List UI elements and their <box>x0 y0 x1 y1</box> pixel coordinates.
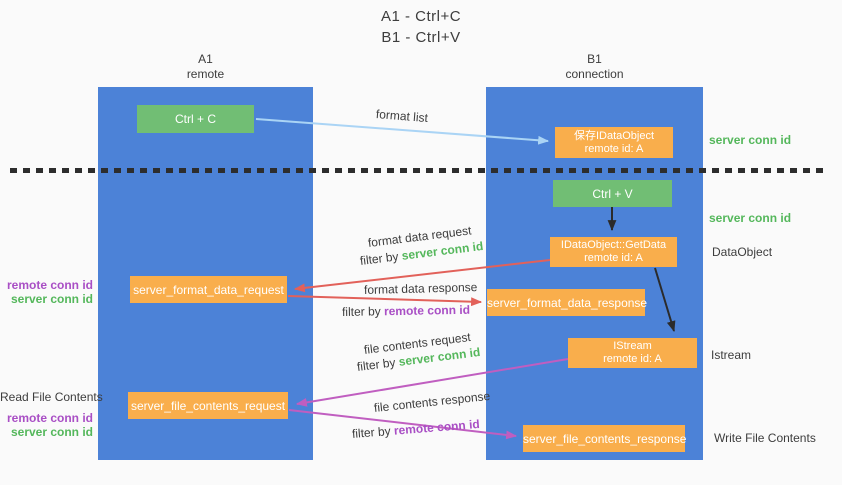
ctrl-v-label: Ctrl + V <box>592 186 633 201</box>
ctrl-c-label: Ctrl + C <box>174 112 216 126</box>
server-format-data-response-label: server_format_data_response <box>487 295 648 310</box>
filter-prefix-1: filter by <box>359 248 403 268</box>
filter-prefix-4: filter by <box>351 423 395 441</box>
ctrl-c-node: Ctrl + C <box>137 105 254 133</box>
istream-line2: remote id: A <box>603 353 662 365</box>
save-idataobject-node: 保存IDataObject remote id: A <box>555 127 673 158</box>
title-line-2: B1 - Ctrl+V <box>381 29 461 46</box>
istream-node: IStream remote id: A <box>568 338 697 368</box>
left-column-name: A1 <box>198 52 213 66</box>
istream-side-label: Istream <box>711 348 752 362</box>
idataobject-getdata-node: IDataObject::GetData remote id: A <box>550 237 677 267</box>
remote-conn-id-label-2: remote conn id <box>6 411 93 425</box>
server-format-data-request-node: server_format_data_request <box>130 276 287 303</box>
getdata-line2: remote id: A <box>584 252 643 264</box>
server-conn-id-label-mid: server conn id <box>709 211 792 225</box>
server-format-data-response-node: server_format_data_response <box>487 289 648 316</box>
format-data-response-label: format data response <box>363 280 478 297</box>
filter-value-4: remote conn id <box>393 416 481 438</box>
filter-by-remote-conn-id-label-2: filter by remote conn id <box>351 417 480 441</box>
right-column-header: B1 connection <box>486 52 703 82</box>
server-conn-id-label-2: server conn id <box>10 425 93 439</box>
filter-value-2: remote conn id <box>383 302 471 319</box>
getdata-line1: IDataObject::GetData <box>560 239 667 251</box>
istream-line1: IStream <box>613 340 652 352</box>
server-file-contents-request-node: server_file_contents_request <box>128 392 288 419</box>
server-format-data-request-label: server_format_data_request <box>133 282 284 297</box>
right-column-role: connection <box>565 67 624 81</box>
format-list-label: format list <box>375 107 429 126</box>
save-idataobject-line2: remote id: A <box>584 142 644 155</box>
server-file-contents-response-label: server_file_contents_response <box>523 431 687 446</box>
write-file-contents-label: Write File Contents <box>714 431 816 445</box>
server-conn-id-label-top: server conn id <box>709 133 792 147</box>
dataobject-label: DataObject <box>712 245 773 259</box>
left-column-role: remote <box>186 67 225 81</box>
ctrl-v-node: Ctrl + V <box>553 180 672 207</box>
server-file-contents-request-label: server_file_contents_request <box>130 398 286 413</box>
diagram-title: A1 - Ctrl+C B1 - Ctrl+V <box>0 6 842 48</box>
server-file-contents-response-node: server_file_contents_response <box>523 425 687 452</box>
read-file-contents-label: Read File Contents <box>0 390 103 404</box>
filter-prefix-3: filter by <box>356 354 400 374</box>
server-conn-id-label-1: server conn id <box>10 292 93 306</box>
filter-prefix-2: filter by <box>341 304 385 319</box>
right-column-name: B1 <box>587 52 602 66</box>
format-data-response-arrow <box>287 295 483 307</box>
save-idataobject-line1: 保存IDataObject <box>573 129 655 142</box>
file-contents-response-label: file contents response <box>373 388 491 415</box>
dotted-separator-line <box>10 168 823 173</box>
filter-by-remote-conn-id-label-1: filter by remote conn id <box>342 303 470 319</box>
title-line-1: A1 - Ctrl+C <box>380 8 462 25</box>
remote-conn-id-label-1: remote conn id <box>6 278 93 292</box>
left-column-header: A1 remote <box>98 52 313 82</box>
